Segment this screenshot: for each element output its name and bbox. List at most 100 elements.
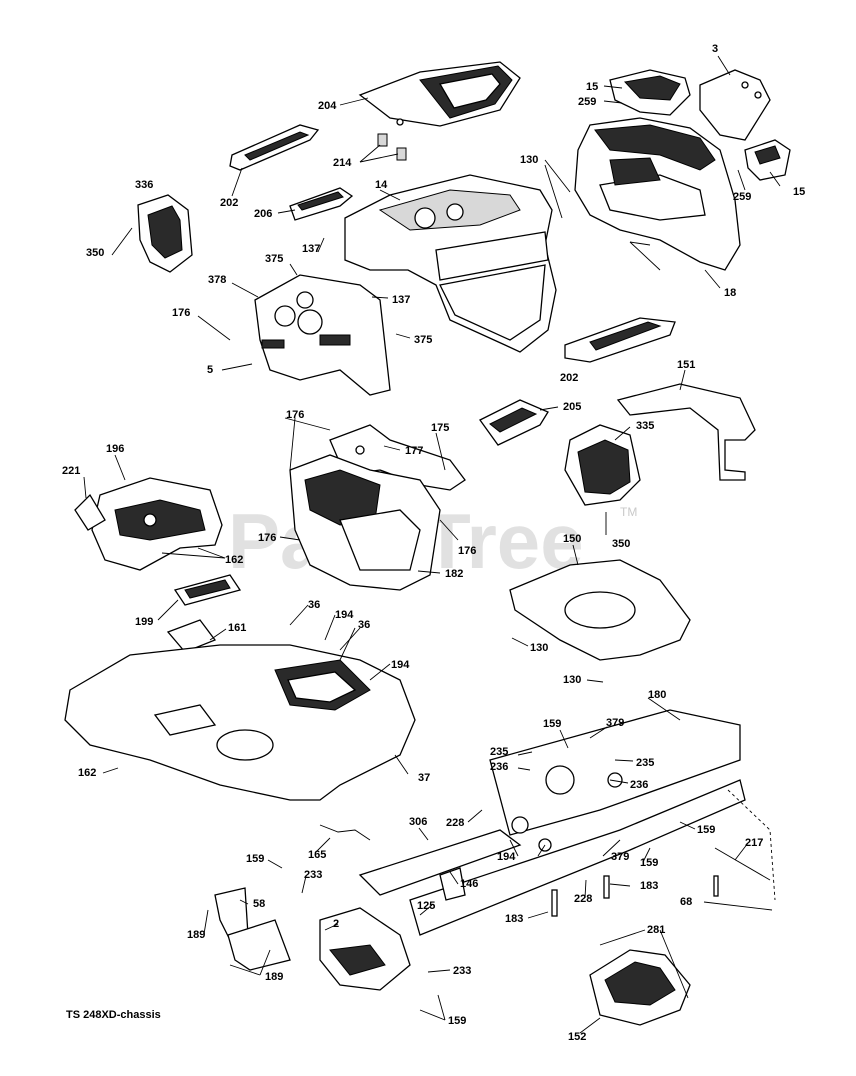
hood-drawing: [358, 61, 521, 127]
callout-dash-5: 5: [207, 364, 213, 376]
deck-37-drawing: [64, 644, 416, 801]
callout-vent-left: 202: [220, 197, 238, 209]
hood-body-18-drawing: [574, 117, 741, 271]
headlight-336-drawing: [137, 194, 193, 273]
callout-screw-176d: 176: [458, 545, 476, 557]
callout-clip-259: 259: [733, 191, 751, 203]
callout-washer-236: 236: [490, 761, 508, 773]
callout-screw-36: 36: [308, 599, 320, 611]
clip-right-drawing: [744, 139, 791, 181]
callout-nut-379: 379: [606, 717, 624, 729]
callout-screw-130b: 130: [530, 642, 548, 654]
callout-screw-228: 228: [446, 817, 464, 829]
callout-lower-182: 182: [445, 568, 463, 580]
callout-console-196: 196: [106, 443, 124, 455]
callout-fender: 14: [375, 179, 388, 191]
vent-right-drawing: [564, 317, 676, 363]
callout-bracket-146: 146: [460, 878, 478, 890]
callout-cover-161: 161: [228, 622, 246, 634]
callout-rod-217: 217: [745, 837, 763, 849]
callout-screw-228b: 228: [574, 893, 592, 905]
callout-plate-150: 150: [563, 533, 581, 545]
callout-screw-36b: 36: [358, 619, 370, 631]
callout-clips-214: 214: [333, 157, 352, 169]
callout-headlight-335: 335: [636, 420, 654, 432]
watermark-trademark: TM: [620, 505, 637, 519]
screw-68-drawing: [713, 875, 719, 897]
plate-199-drawing: [173, 574, 242, 606]
callout-screw-189: 189: [187, 929, 205, 941]
callout-nut-194b: 194: [391, 659, 410, 671]
callout-screw-306: 306: [409, 816, 427, 828]
headlight-335-drawing: [564, 424, 641, 506]
bracket-151-drawing: [616, 383, 756, 481]
callout-screw-162b: 162: [78, 767, 96, 779]
callout-deck-37: 37: [418, 772, 430, 784]
callout-screw-130: 130: [520, 154, 538, 166]
callout-screw-159: 159: [543, 718, 561, 730]
console-196-drawing: [91, 477, 223, 571]
callout-labels: 204 15 259 3 202 214 14 206 130 18 259 1…: [62, 43, 805, 1043]
callout-screw-176b: 176: [286, 409, 304, 421]
grille-206-drawing: [289, 187, 354, 221]
callout-cover-205: 205: [563, 401, 581, 413]
callout-bracket-2: 2: [333, 918, 339, 930]
callout-washer-235b: 235: [636, 757, 654, 769]
diagram-caption: TS 248XD-chassis: [66, 1009, 161, 1021]
lower-182-drawing: [289, 454, 441, 591]
callout-washer-236b: 236: [630, 779, 648, 791]
callout-clip-137b: 137: [392, 294, 410, 306]
callout-frame-125: 125: [417, 900, 435, 912]
callout-screw-350b: 350: [612, 538, 630, 550]
callout-screw-189b: 189: [265, 971, 283, 983]
callout-screw-350: 350: [86, 247, 104, 259]
callout-screw-130c: 130: [563, 674, 581, 686]
callout-screw-68: 68: [680, 896, 692, 908]
leader-lines: [83, 55, 781, 1034]
clips-214-drawing: [377, 133, 407, 161]
callout-screw-177: 177: [405, 445, 423, 457]
callout-side-panel: 3: [712, 43, 718, 55]
bolts-183-drawing: [551, 875, 610, 917]
side-panel-3-drawing: [699, 69, 771, 141]
callout-headlight-336: 336: [135, 179, 153, 191]
callout-clip-375b: 375: [414, 334, 432, 346]
callout-bracket-58: 58: [253, 898, 265, 910]
callout-screw-233: 233: [304, 869, 322, 881]
callout-screw-281: 281: [647, 924, 665, 936]
callout-screw-159e: 159: [448, 1015, 466, 1027]
callout-tray-152: 152: [568, 1031, 586, 1043]
callout-bolt-183b: 183: [505, 913, 523, 925]
bracket-189-drawing: [227, 919, 291, 971]
callout-screw-176: 176: [172, 307, 190, 319]
cover-161-drawing: [166, 619, 217, 653]
callout-nut-378: 378: [208, 274, 226, 286]
callout-nut-194: 194: [335, 609, 354, 621]
fender-14-drawing: [344, 174, 557, 353]
callout-clip-15: 15: [793, 186, 805, 198]
callout-hood-body: 18: [724, 287, 736, 299]
callout-grille-inner: 206: [254, 208, 272, 220]
callout-screw-159c: 159: [640, 857, 658, 869]
callout-bracket-175: 175: [431, 422, 449, 434]
callout-decal-221: 221: [62, 465, 80, 477]
callout-washer-235: 235: [490, 746, 508, 758]
plate-150-drawing: [509, 559, 691, 661]
callout-screw-159b: 159: [697, 824, 715, 836]
dash-5-drawing: [254, 274, 391, 396]
callout-screw-233b: 233: [453, 965, 471, 977]
cap-upper-drawing: [609, 69, 691, 116]
callout-screw-176c: 176: [258, 532, 276, 544]
callout-spring-165: 165: [308, 849, 326, 861]
rod-217-drawing: [714, 789, 776, 901]
callout-vent-right: 202: [560, 372, 578, 384]
callout-nut-379b: 379: [611, 851, 629, 863]
spring-165-drawing: [319, 824, 371, 841]
callout-clip-375: 375: [265, 253, 283, 265]
callout-screw-159d: 159: [246, 853, 264, 865]
tray-152-drawing: [589, 949, 691, 1026]
callout-hood: 204: [318, 100, 337, 112]
bracket-2-drawing: [319, 907, 411, 991]
